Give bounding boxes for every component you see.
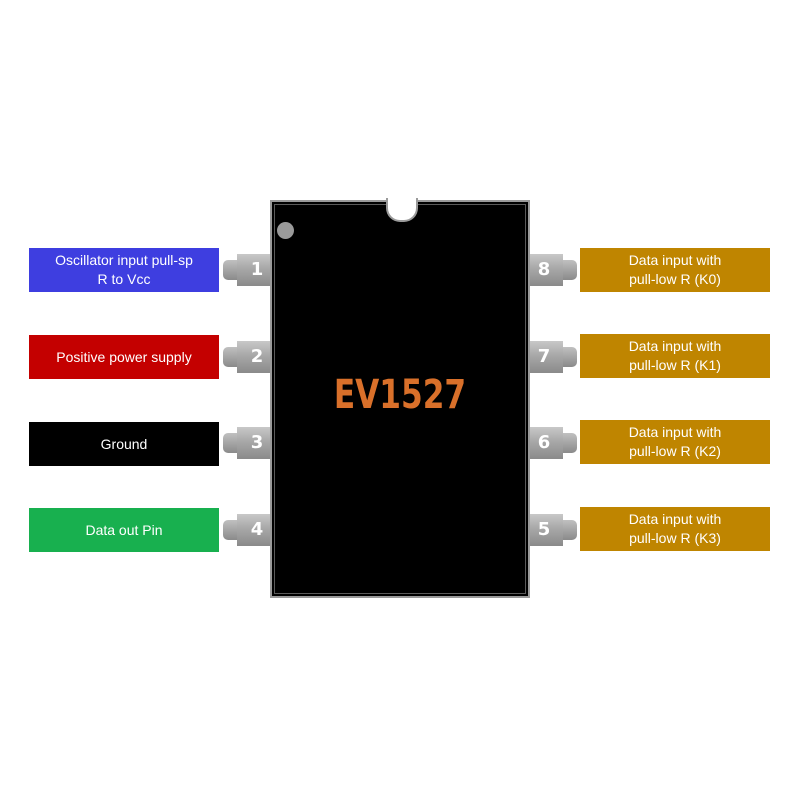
label-line: Oscillator input pull-sp — [55, 252, 193, 268]
pin-number: 5 — [537, 519, 551, 540]
pin-number: 2 — [250, 346, 264, 367]
label-line: pull-low R (K1) — [629, 357, 721, 373]
pin-2-label: Positive power supply — [29, 335, 219, 379]
pin-2: 2 — [223, 341, 270, 373]
pin-7: 7 — [530, 341, 577, 373]
pin-5-label: Data input with pull-low R (K3) — [580, 507, 770, 551]
label-line: pull-low R (K2) — [629, 443, 721, 459]
pin-3-label: Ground — [29, 422, 219, 466]
label-line: Ground — [100, 435, 148, 452]
pin-number: 3 — [250, 432, 264, 453]
pin-8: 8 — [530, 254, 577, 286]
pin-5: 5 — [530, 514, 577, 546]
pin-1: 1 — [223, 254, 270, 286]
label-line: Data input with — [628, 252, 722, 268]
label-line: Data out Pin — [85, 521, 163, 538]
pin1-indicator-dot — [277, 222, 294, 239]
ic-chip-body: EV1527 — [270, 198, 530, 598]
label-line: pull-low R (K3) — [629, 530, 721, 546]
pin-number: 6 — [537, 432, 551, 453]
pin-number: 7 — [537, 346, 551, 367]
pin-4-label: Data out Pin — [29, 508, 219, 552]
pin-number: 4 — [250, 519, 264, 540]
chip-notch — [386, 198, 418, 222]
pin-number: 1 — [250, 259, 264, 280]
pin-4: 4 — [223, 514, 270, 546]
pin-3: 3 — [223, 427, 270, 459]
label-line: R to Vcc — [97, 271, 151, 287]
label-line: Data input with — [628, 338, 722, 354]
pin-number: 8 — [537, 259, 551, 280]
pin-6: 6 — [530, 427, 577, 459]
label-line: Data input with — [628, 511, 722, 527]
chip-name: EV1527 — [333, 372, 467, 418]
label-line: pull-low R (K0) — [629, 271, 721, 287]
pin-6-label: Data input with pull-low R (K2) — [580, 420, 770, 464]
label-line: Data input with — [628, 424, 722, 440]
pin-1-label: Oscillator input pull-sp R to Vcc — [29, 248, 219, 292]
pin-8-label: Data input with pull-low R (K0) — [580, 248, 770, 292]
label-line: Positive power supply — [56, 348, 192, 365]
pin-7-label: Data input with pull-low R (K1) — [580, 334, 770, 378]
